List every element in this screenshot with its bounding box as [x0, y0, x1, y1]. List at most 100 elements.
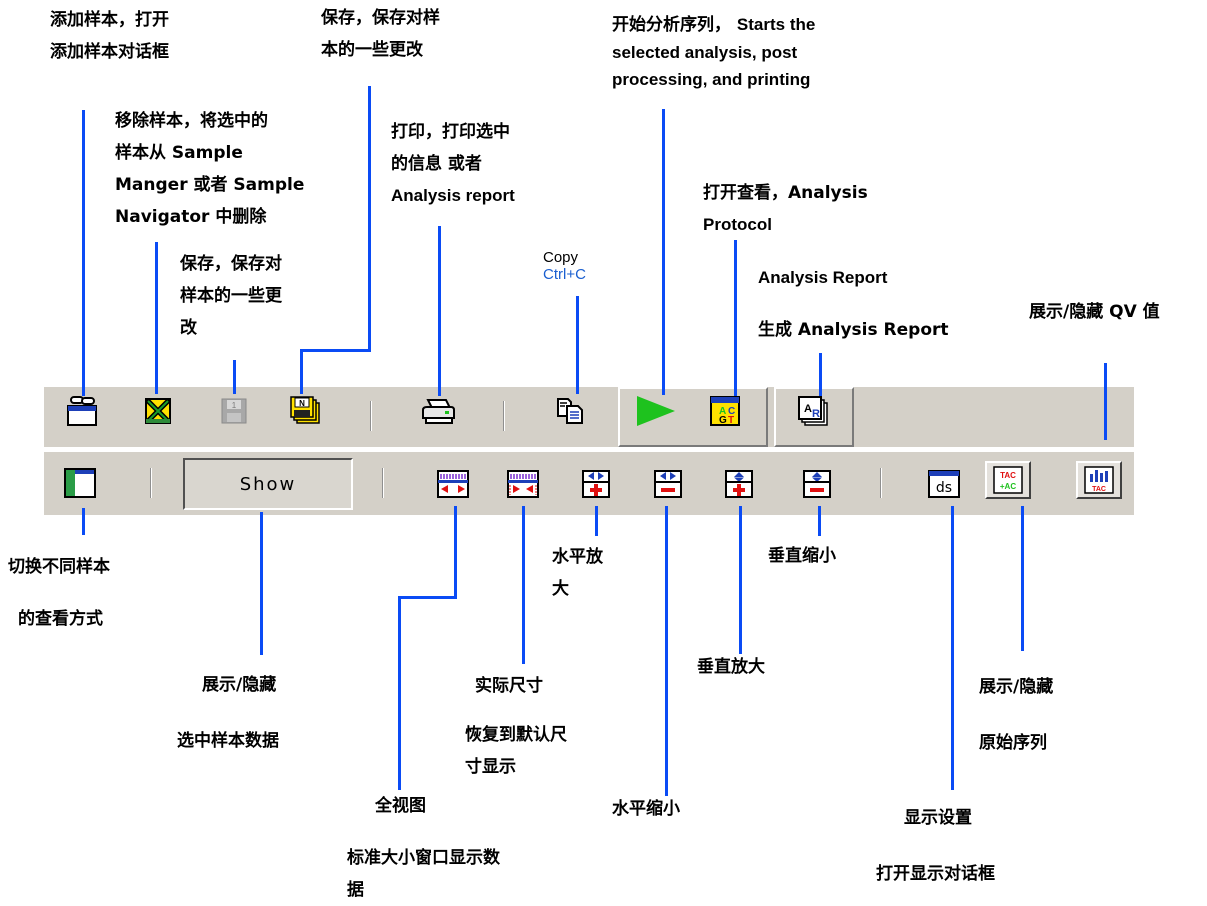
actual-size-button[interactable]: [503, 465, 543, 503]
pointer-line: [300, 349, 303, 394]
view-switch-icon: [63, 467, 97, 499]
raw-sequence-toggle[interactable]: TAC +AC: [985, 461, 1031, 499]
pointer-line: [951, 506, 954, 790]
printer-icon: [420, 396, 456, 426]
annotation-v-zoom-in: 垂直放大: [697, 657, 765, 677]
svg-text:R: R: [812, 408, 820, 420]
remove-sample-icon: [143, 396, 173, 426]
pointer-line: [438, 226, 441, 396]
qv-values-toggle[interactable]: TAC: [1076, 461, 1122, 499]
toolbar-separator: [370, 401, 372, 431]
horizontal-zoom-in-icon: [581, 469, 611, 499]
pointer-line: [398, 596, 401, 790]
pointer-line: [665, 506, 668, 796]
annotation-remove-sample: 移除样本，将选中的 样本从 Sample Manger 或者 Sample Na…: [115, 111, 305, 227]
display-settings-button[interactable]: ds: [924, 465, 964, 503]
copy-tooltip: Copy Ctrl+C: [543, 249, 586, 283]
view-switch-button[interactable]: [60, 464, 100, 502]
play-icon: [633, 394, 677, 428]
svg-text:A: A: [719, 406, 726, 417]
annotation-show-hide-sample: 展示/隐藏 选中样本数据: [177, 675, 279, 751]
show-hide-sample-button[interactable]: Show: [183, 458, 353, 510]
annotation-h-zoom-in: 水平放大: [552, 547, 603, 599]
annotation-add-sample: 添加样本，打开添加样本对话框: [50, 10, 169, 62]
view-protocol-button[interactable]: A C G T: [705, 392, 745, 430]
horizontal-zoom-in-button[interactable]: [576, 465, 616, 503]
display-settings-label: ds: [936, 480, 952, 496]
pointer-line: [1104, 363, 1107, 440]
annotation-display-settings: 显示设置 打开显示对话框: [876, 808, 995, 884]
pointer-line: [595, 506, 598, 536]
annotation-start-analysis: 开始分析序列， Starts the selected analysis, po…: [612, 15, 816, 89]
pointer-line: [739, 506, 742, 654]
display-settings-icon: ds: [927, 469, 961, 499]
pointer-line: [233, 360, 236, 394]
copy-icon: [555, 396, 585, 426]
copy-button[interactable]: [550, 392, 590, 430]
annotation-save-top: 保存，保存对样本的一些更改: [321, 8, 440, 60]
full-view-icon: [436, 469, 470, 499]
full-view-button[interactable]: [433, 465, 473, 503]
svg-text:C: C: [728, 406, 735, 417]
pointer-line: [260, 512, 263, 655]
pointer-line: [398, 596, 457, 599]
svg-text:G: G: [719, 415, 727, 426]
pointer-line: [522, 506, 525, 664]
svg-text:A: A: [804, 403, 812, 415]
annotation-full-view: 全视图 标准大小窗口显示数 据: [347, 796, 500, 900]
svg-text:TAC: TAC: [1092, 486, 1106, 493]
vertical-zoom-out-button[interactable]: [797, 465, 837, 503]
pointer-line: [300, 349, 371, 352]
annotation-show-raw: 展示/隐藏原始序列: [979, 677, 1054, 753]
horizontal-zoom-out-icon: [653, 469, 683, 499]
start-analysis-button[interactable]: [630, 392, 680, 430]
protocol-icon: A C G T: [709, 395, 741, 427]
horizontal-zoom-out-button[interactable]: [648, 465, 688, 503]
save-button-disabled[interactable]: 1: [214, 392, 254, 430]
pointer-line: [818, 506, 821, 536]
pointer-line: [662, 109, 665, 395]
add-sample-button[interactable]: [62, 392, 102, 430]
pointer-line: [368, 86, 371, 350]
vertical-zoom-in-icon: [724, 469, 754, 499]
analysis-report-button[interactable]: A R: [794, 392, 834, 430]
pointer-line: [82, 508, 85, 535]
pointer-line: [576, 296, 579, 394]
add-sample-icon: [65, 395, 99, 427]
vertical-zoom-in-button[interactable]: [719, 465, 759, 503]
show-button-label: Show: [239, 473, 297, 495]
svg-text:+AC: +AC: [1000, 482, 1016, 491]
annotation-actual-size: 实际尺寸 恢复到默认尺 寸显示: [465, 676, 567, 777]
actual-size-icon: [506, 469, 540, 499]
save-all-icon: N: [289, 395, 323, 427]
pointer-line: [454, 506, 457, 598]
report-icon: A R: [797, 395, 831, 427]
vertical-zoom-out-icon: [802, 469, 832, 499]
print-button[interactable]: [418, 392, 458, 430]
save-all-button[interactable]: N: [286, 392, 326, 430]
annotation-analysis-report: Analysis Report 生成 Analysis Report: [758, 268, 949, 340]
svg-text:TAC: TAC: [1000, 471, 1016, 480]
pointer-line: [734, 240, 737, 396]
qv-values-icon: TAC: [1084, 466, 1114, 494]
pointer-line: [155, 242, 158, 394]
remove-sample-button[interactable]: [138, 392, 178, 430]
toolbar-separator: [880, 468, 882, 498]
toolbar-separator: [503, 401, 505, 431]
pointer-line: [82, 110, 85, 396]
annotation-switch-view: 切换不同样本的查看方式: [8, 557, 110, 629]
svg-text:N: N: [299, 399, 305, 408]
annotation-view-protocol: 打开查看，Analysis Protocol: [703, 183, 868, 234]
pointer-line: [819, 353, 822, 396]
annotation-save-mid: 保存，保存对 样本的一些更 改: [180, 254, 282, 338]
toolbar-separator: [382, 468, 384, 498]
pointer-line: [1021, 506, 1024, 651]
floppy-disk-icon: 1: [219, 396, 249, 426]
annotation-show-qv: 展示/隐藏 QV 值: [1029, 302, 1160, 322]
svg-text:T: T: [728, 415, 734, 426]
toolbar-separator: [150, 468, 152, 498]
annotation-print: 打印，打印选中 的信息 或者 Analysis report: [391, 122, 515, 205]
annotation-v-zoom-out: 垂直缩小: [768, 546, 836, 566]
raw-sequence-icon: TAC +AC: [993, 466, 1023, 494]
svg-text:1: 1: [232, 401, 237, 410]
